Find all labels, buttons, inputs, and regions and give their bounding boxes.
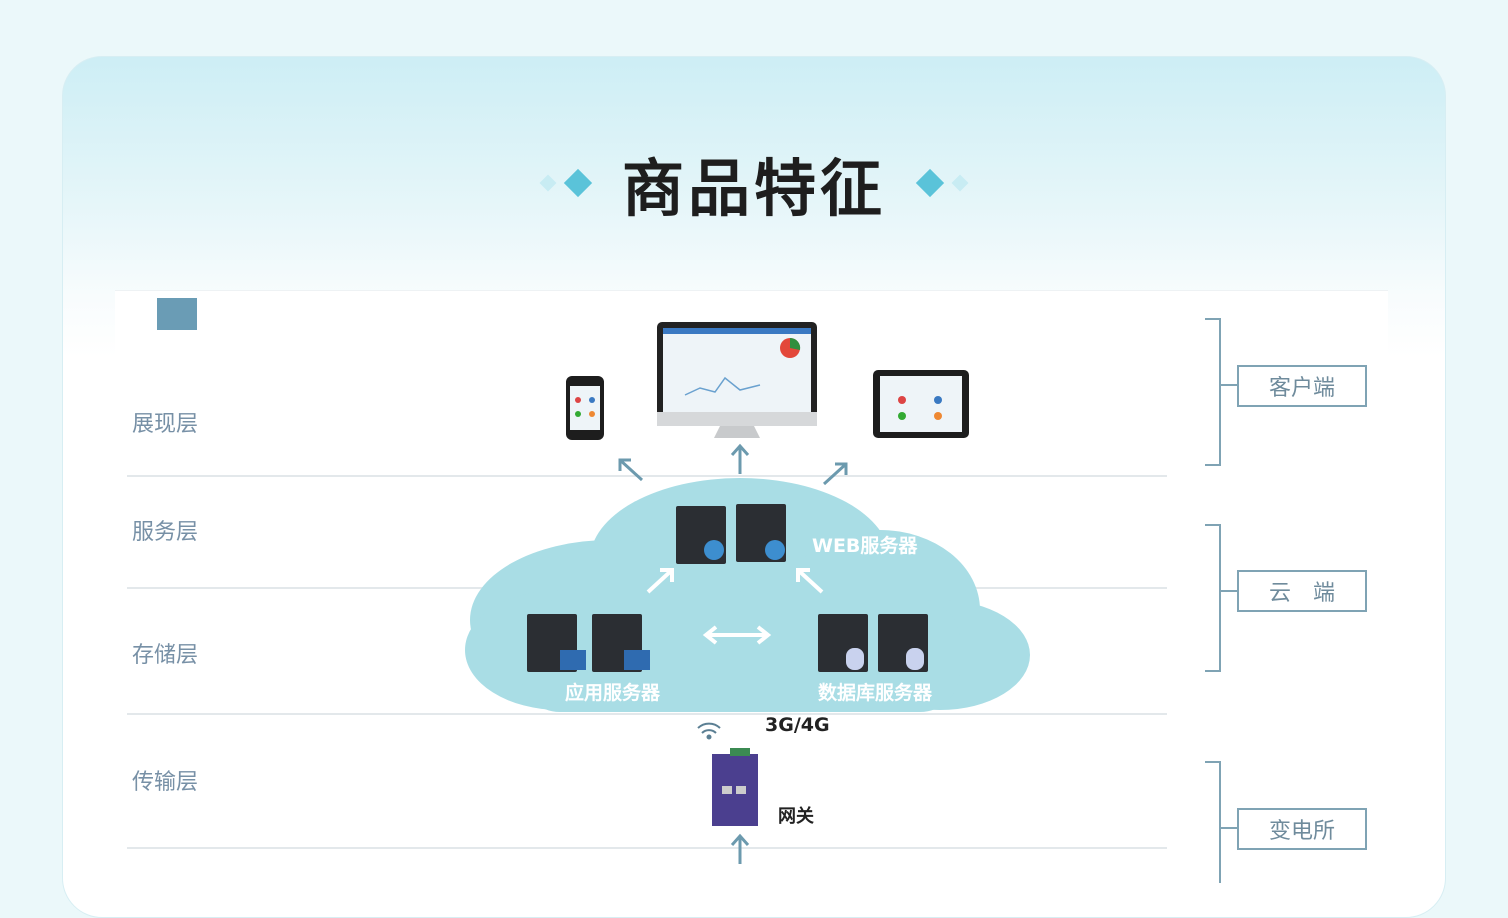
arrow-icons <box>618 443 848 486</box>
desktop-monitor-icon <box>657 322 817 438</box>
arrow-icon <box>730 833 750 864</box>
bracket <box>1205 524 1221 672</box>
layer-storage: 存储层 <box>132 643 199 668</box>
bracket-tick <box>1219 827 1239 829</box>
bracket-tick <box>1219 384 1239 386</box>
app-server-label: 应用服务器 <box>565 682 661 704</box>
layer-service: 服务层 <box>132 520 199 545</box>
page-title: 商品特征 <box>621 152 886 225</box>
bracket <box>1205 318 1221 466</box>
network-label: 3G/4G <box>765 714 830 736</box>
tablet-icon <box>873 370 969 438</box>
layer-presentation: 展现层 <box>132 412 199 437</box>
divider <box>127 475 1167 477</box>
diagram-graphics <box>465 322 1030 864</box>
divider <box>127 713 1167 715</box>
divider <box>127 847 1167 849</box>
phone-icon <box>566 376 604 440</box>
monitor-badges <box>560 650 650 670</box>
gateway-icon <box>712 748 758 826</box>
web-server-label: WEB服务器 <box>812 535 918 557</box>
bracket <box>1205 761 1221 883</box>
white-arrows <box>646 568 824 645</box>
group-cloud: 云 端 <box>1237 570 1367 612</box>
layer-transport: 传输层 <box>132 770 199 795</box>
section-header: 商品特征 <box>0 138 1508 228</box>
corner-square <box>157 298 197 330</box>
globe-icons <box>704 540 785 560</box>
bracket-tick <box>1219 590 1239 592</box>
wifi-icon <box>697 722 721 740</box>
db-server-label: 数据库服务器 <box>818 682 933 704</box>
database-icons <box>846 648 924 670</box>
group-client: 客户端 <box>1237 365 1367 407</box>
gateway-label: 网关 <box>778 806 814 827</box>
group-substation: 变电所 <box>1237 808 1367 850</box>
